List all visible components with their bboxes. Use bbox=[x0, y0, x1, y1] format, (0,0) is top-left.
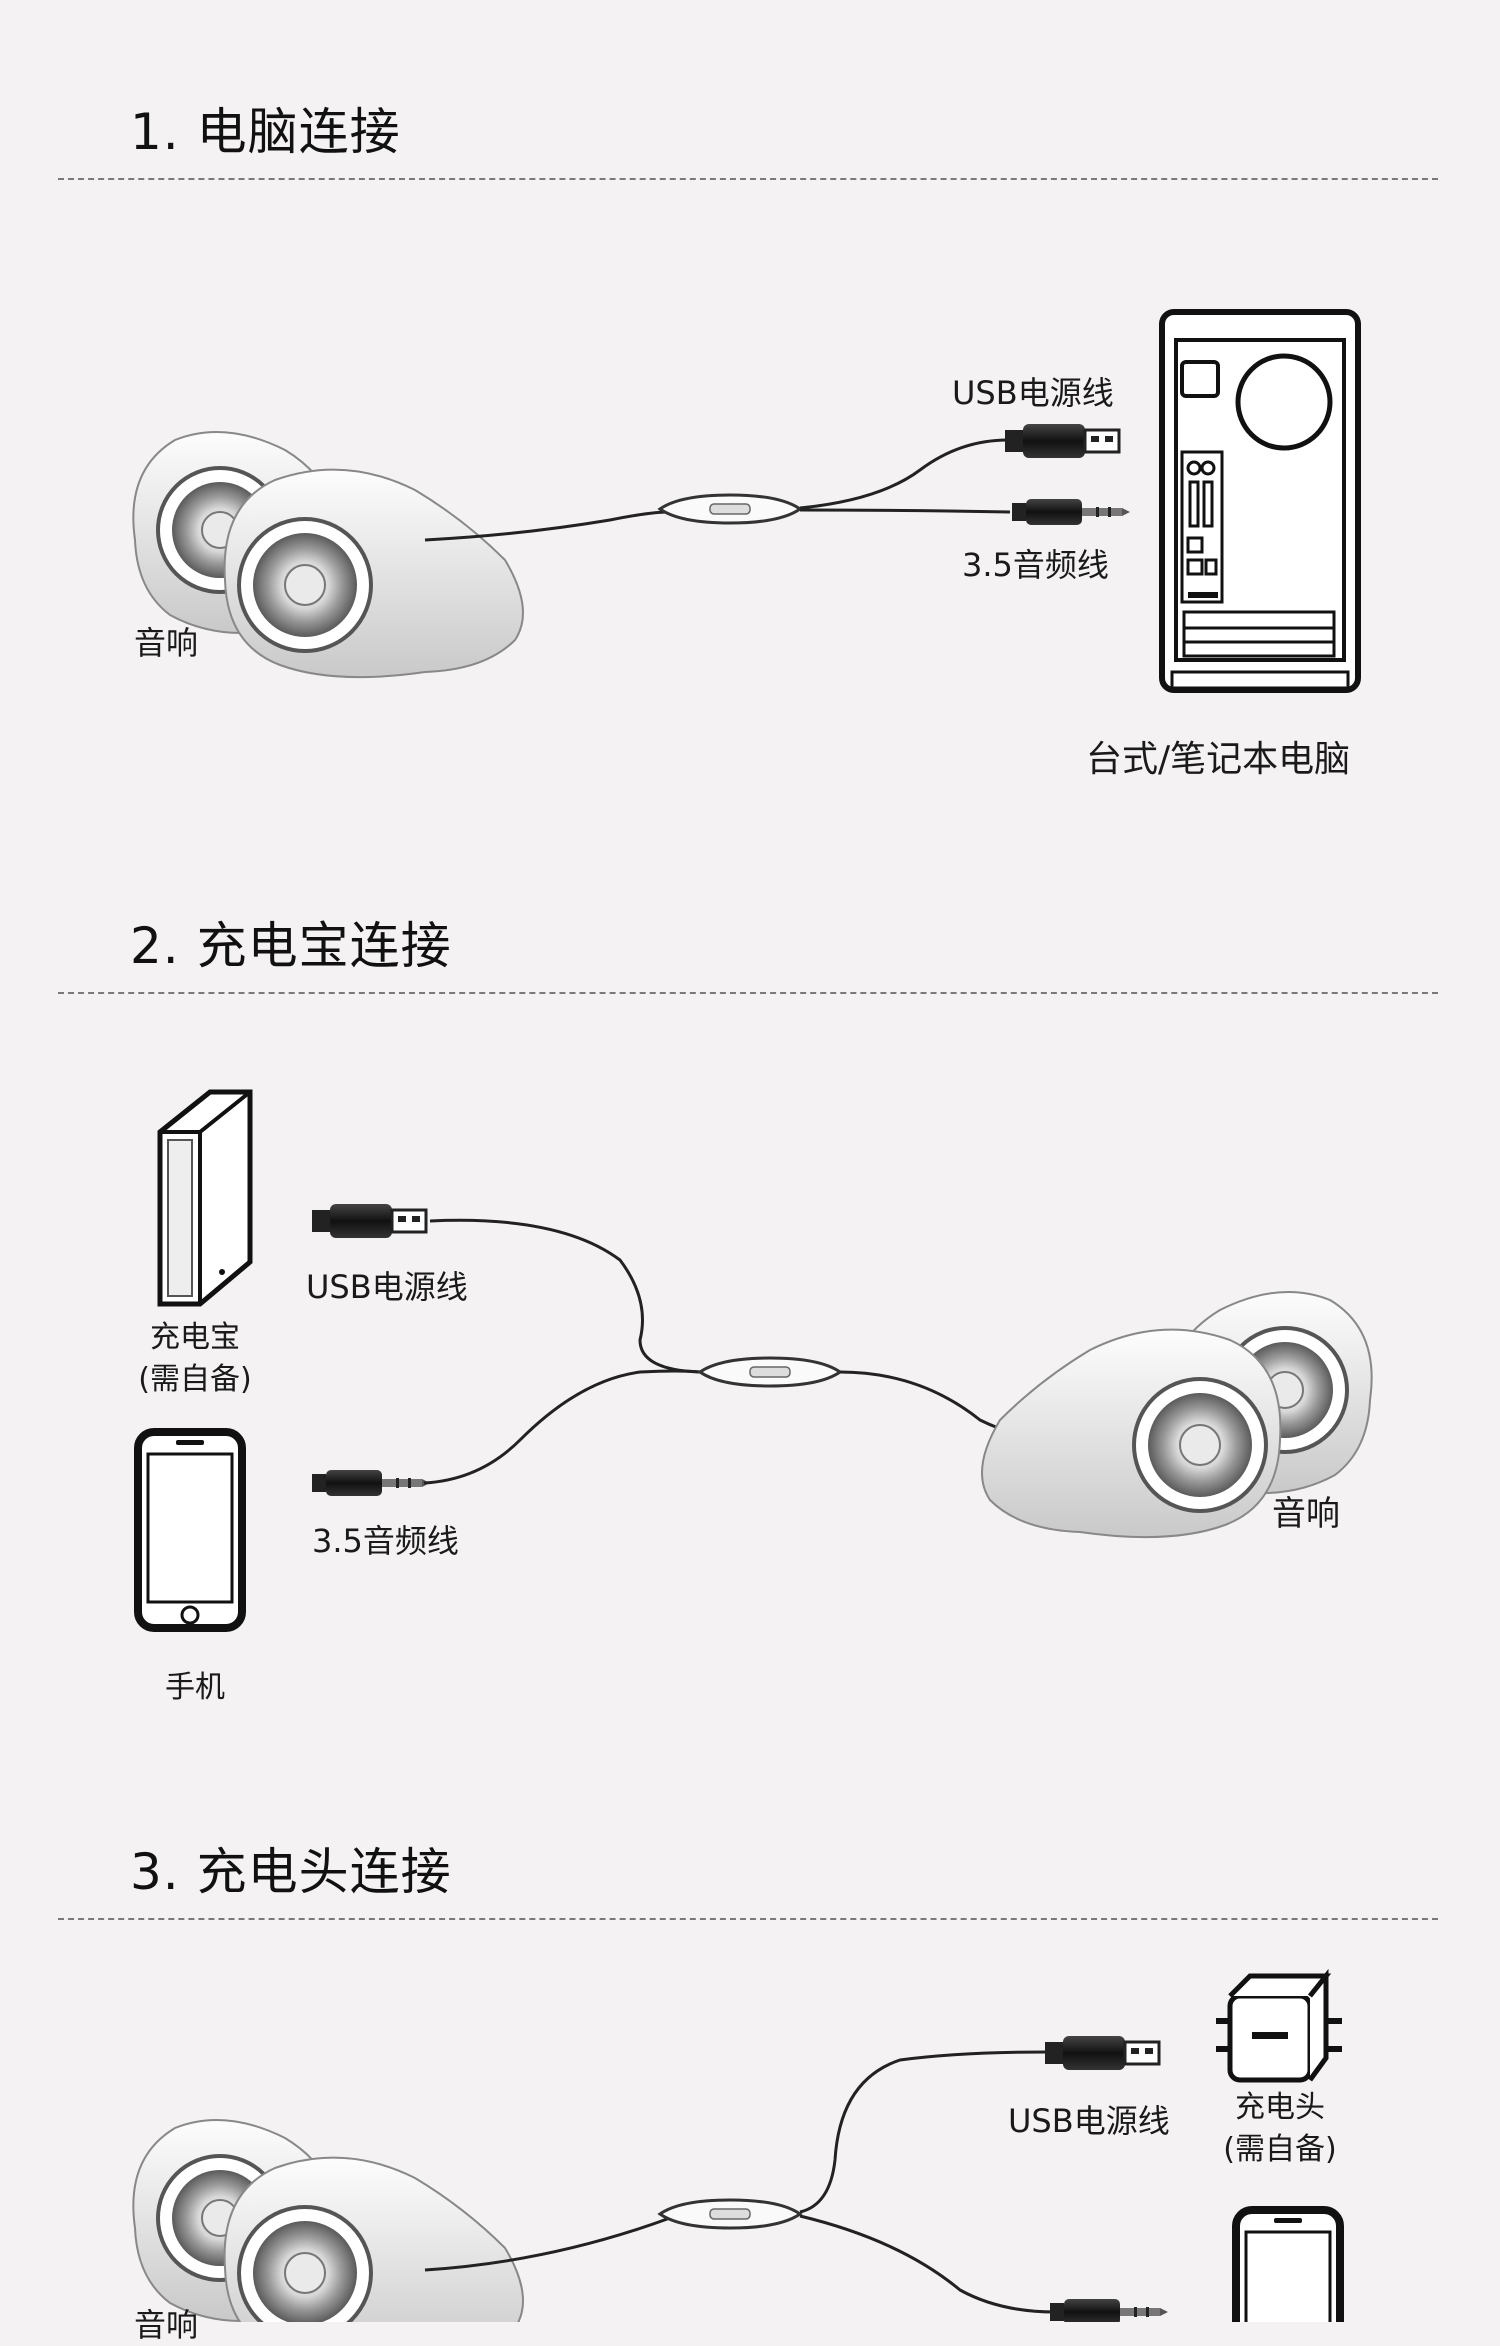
section2-title: 2. 充电宝连接 bbox=[130, 906, 452, 978]
audio-plug-icon bbox=[1012, 499, 1130, 525]
phone-icon bbox=[1236, 2210, 1340, 2322]
section1-usb-cable-label: USB电源线 bbox=[952, 368, 1114, 414]
section2-audio-cable-label: 3.5音频线 bbox=[312, 1516, 459, 1562]
section2-power-bank-note: (需自备) bbox=[120, 1354, 270, 1398]
section3-diagram bbox=[133, 1976, 1342, 2322]
section3-divider bbox=[58, 1918, 1438, 1920]
volume-control-icon bbox=[700, 1358, 840, 1386]
section3-charger-label: 充电头 bbox=[1210, 2082, 1350, 2126]
section1-speaker-label: 音响 bbox=[134, 618, 198, 664]
speaker-icon bbox=[133, 2120, 523, 2322]
usb-plug-icon bbox=[312, 1204, 426, 1238]
section1-divider bbox=[58, 178, 1438, 180]
section1-audio-cable-label: 3.5音频线 bbox=[962, 540, 1109, 586]
volume-control-icon bbox=[660, 2200, 800, 2228]
power-bank-icon bbox=[160, 1092, 250, 1304]
section1-title: 1. 电脑连接 bbox=[130, 92, 401, 164]
section2-divider bbox=[58, 992, 1438, 994]
section3-title: 3. 充电头连接 bbox=[130, 1832, 452, 1904]
charger-icon bbox=[1216, 1976, 1342, 2080]
section3-speaker-label: 音响 bbox=[134, 2300, 198, 2346]
section2-phone-label: 手机 bbox=[140, 1662, 250, 1706]
computer-tower-icon bbox=[1162, 312, 1358, 690]
section2-power-bank-label: 充电宝 bbox=[130, 1312, 260, 1356]
section1-diagram bbox=[133, 312, 1358, 690]
section2-speaker-label: 音响 bbox=[1272, 1486, 1340, 1535]
volume-control-icon bbox=[660, 495, 800, 523]
usb-plug-icon bbox=[1045, 2036, 1159, 2070]
section2-usb-cable-label: USB电源线 bbox=[306, 1262, 468, 1308]
section3-charger-note: (需自备) bbox=[1200, 2124, 1360, 2168]
section1-computer-label: 台式/笔记本电脑 bbox=[1086, 730, 1350, 782]
audio-plug-icon bbox=[1050, 2299, 1168, 2322]
usb-plug-icon bbox=[1005, 424, 1119, 458]
audio-plug-icon bbox=[312, 1470, 430, 1496]
section3-usb-cable-label: USB电源线 bbox=[1008, 2096, 1170, 2142]
phone-icon bbox=[138, 1432, 242, 1628]
